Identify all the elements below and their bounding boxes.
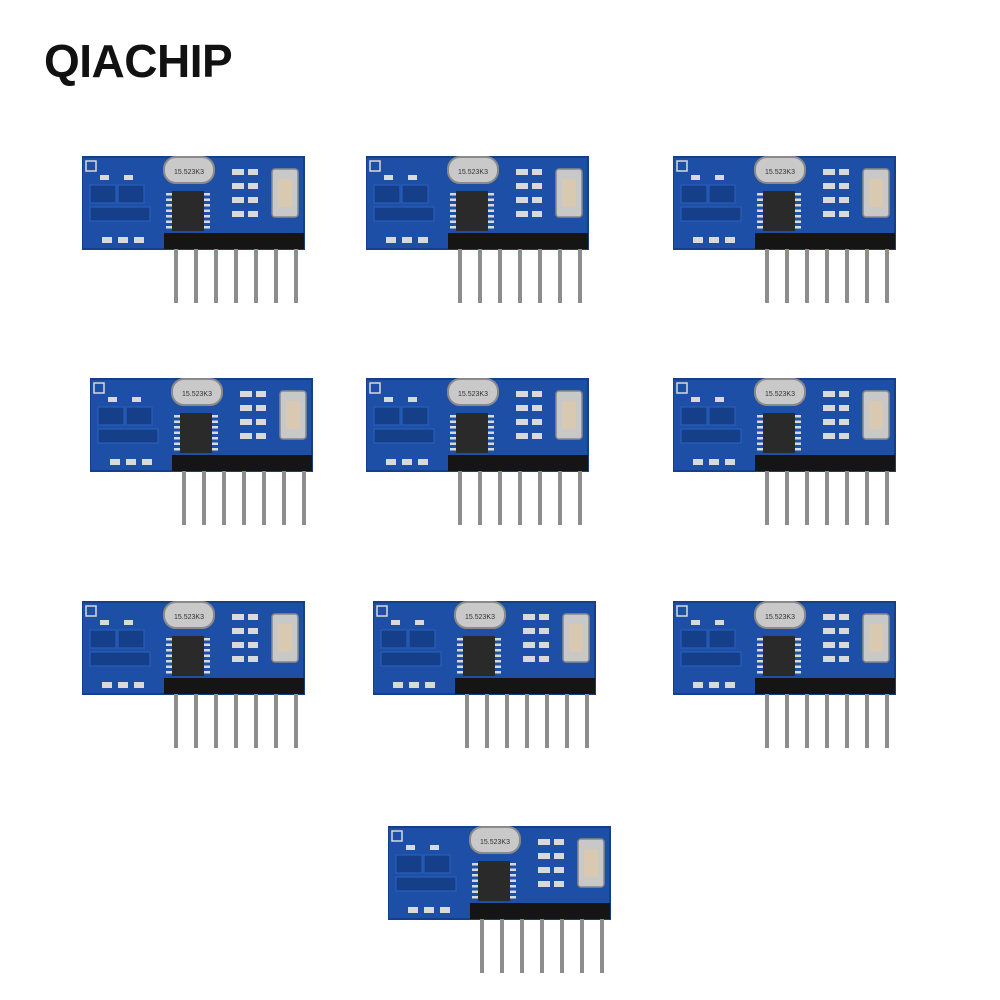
brand-logo: QIACHIP [44,35,233,87]
receiver-module: 15.523K3 [673,155,903,305]
svg-text:15.523K3: 15.523K3 [174,614,204,621]
svg-text:15.523K3: 15.523K3 [182,391,212,398]
receiver-module: 15.523K3 [82,600,312,750]
receiver-module: 15.523K3 [388,825,618,975]
svg-text:15.523K3: 15.523K3 [480,839,510,846]
receiver-module: 15.523K3 [373,600,603,750]
receiver-module: 15.523K3 [673,377,903,527]
svg-text:15.523K3: 15.523K3 [174,169,204,176]
svg-text:15.523K3: 15.523K3 [765,614,795,621]
receiver-module: 15.523K3 [90,377,320,527]
svg-text:15.523K3: 15.523K3 [465,614,495,621]
receiver-module: 15.523K3 [366,377,596,527]
receiver-module: 15.523K3 [82,155,312,305]
svg-text:15.523K3: 15.523K3 [458,391,488,398]
svg-text:15.523K3: 15.523K3 [765,169,795,176]
svg-text:15.523K3: 15.523K3 [458,169,488,176]
receiver-module: 15.523K3 [673,600,903,750]
svg-text:15.523K3: 15.523K3 [765,391,795,398]
receiver-module: 15.523K3 [366,155,596,305]
